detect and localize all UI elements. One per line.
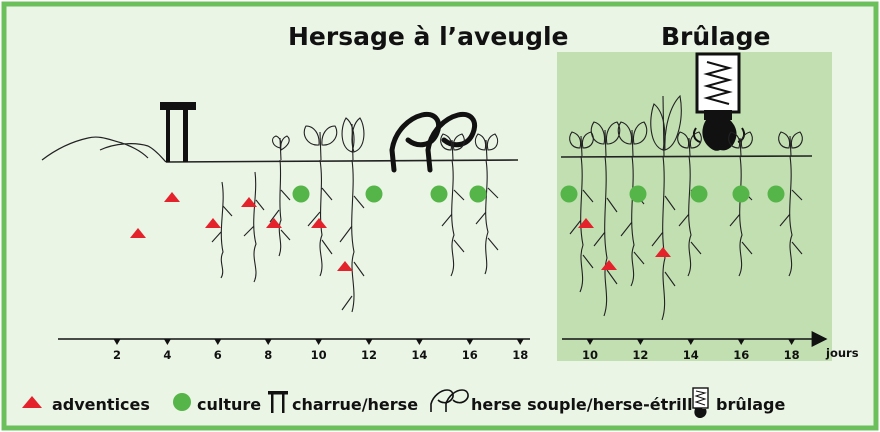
crop-marker	[470, 186, 487, 203]
legend-plough-label: charrue/herse	[292, 395, 418, 414]
crop-marker	[691, 186, 708, 203]
axis-tick-label: 6	[214, 348, 222, 362]
title-blind-harrowing: Hersage à l’aveugle	[288, 22, 569, 51]
soil-right	[561, 156, 812, 157]
axis-tick-label: 16	[462, 348, 478, 362]
crop-marker	[366, 186, 383, 203]
legend-tine-harrow-label: herse souple/herse-étrille	[471, 395, 704, 414]
axis-tick-label: 18	[784, 348, 800, 362]
crop-marker	[768, 186, 785, 203]
axis-unit-label: jours	[825, 346, 859, 360]
circle-icon	[173, 393, 191, 411]
crop-marker	[733, 186, 750, 203]
axis-tick-label: 12	[632, 348, 648, 362]
axis-tick-label: 8	[264, 348, 272, 362]
legend-weeds-label: adventices	[52, 395, 150, 414]
axis-tick-label: 2	[113, 348, 121, 362]
axis-tick-label: 10	[582, 348, 598, 362]
axis-tick-label: 10	[311, 348, 327, 362]
axis-tick-label: 16	[733, 348, 749, 362]
axis-tick-label: 12	[361, 348, 377, 362]
crop-marker	[431, 186, 448, 203]
burner-icon	[693, 388, 708, 418]
axis-tick-label: 18	[512, 348, 528, 362]
title-burning: Brûlage	[661, 22, 770, 51]
axis-tick-label: 4	[163, 348, 171, 362]
burning-panel	[557, 52, 832, 361]
axis-tick-label: 14	[411, 348, 427, 362]
crop-marker	[561, 186, 578, 203]
legend-crop-label: culture	[197, 395, 261, 414]
axis-tick-label: 14	[683, 348, 699, 362]
crop-marker	[630, 186, 647, 203]
legend-burning-label: brûlage	[716, 395, 785, 414]
crop-marker	[293, 186, 310, 203]
